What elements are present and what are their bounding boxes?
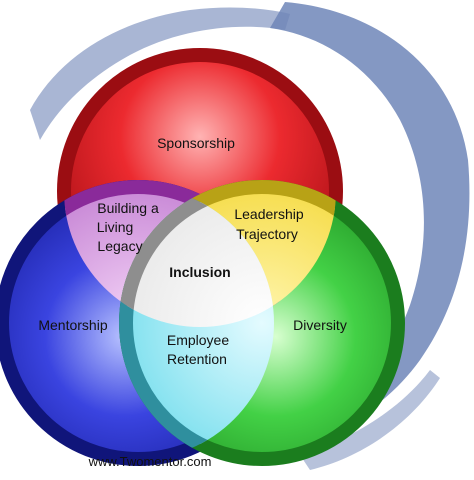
label-sponsorship: Sponsorship <box>157 135 235 151</box>
label-employee-line1: Employee <box>167 332 229 348</box>
label-diversity: Diversity <box>293 317 347 333</box>
footer-url: www.Twomentor.com <box>88 454 212 469</box>
label-building-line2: Living <box>97 219 134 235</box>
label-building-line1: Building a <box>97 200 159 216</box>
label-mentorship: Mentorship <box>38 317 107 333</box>
label-employee-line2: Retention <box>167 351 227 367</box>
label-leadership-line1: Leadership <box>234 206 303 222</box>
label-leadership-line2: Trajectory <box>236 226 298 242</box>
label-inclusion: Inclusion <box>169 264 230 280</box>
label-building-line3: Legacy <box>97 238 142 254</box>
